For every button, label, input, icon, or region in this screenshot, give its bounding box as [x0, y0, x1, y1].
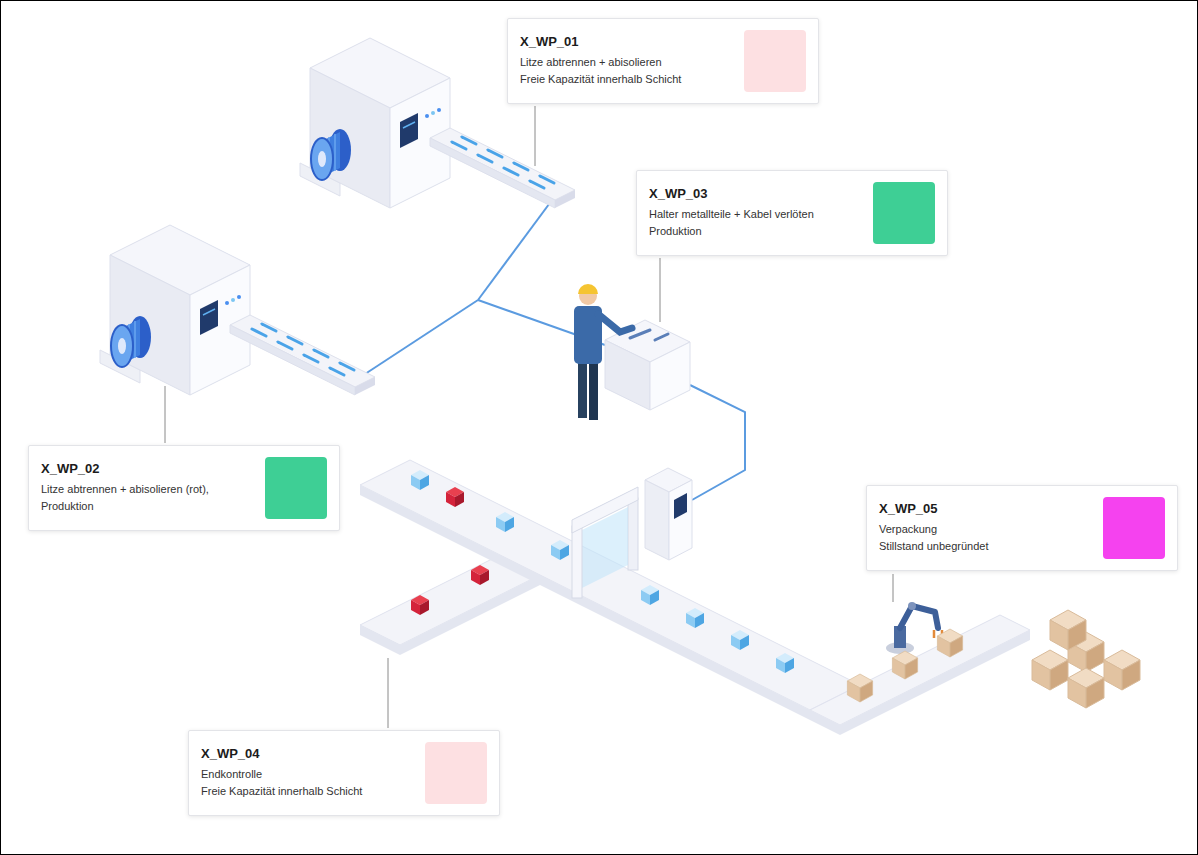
- carton: [937, 629, 962, 657]
- step-description: Halter metallteile + Kabel verlöten: [649, 206, 859, 224]
- carton: [1050, 610, 1086, 650]
- leader-line: [388, 658, 389, 728]
- conveyor-side: [840, 630, 1030, 735]
- status-text: Produktion: [41, 498, 251, 516]
- leader-line: [535, 106, 536, 166]
- conveyor-side: [360, 625, 400, 655]
- status-swatch: [873, 182, 935, 244]
- station-id: X_WP_02: [41, 460, 251, 479]
- table-right: [650, 342, 690, 410]
- status-text: Stillstand unbegründet: [879, 538, 1089, 556]
- cabinet-left: [645, 480, 669, 560]
- robot-joint: [908, 602, 916, 610]
- worker-leg: [589, 362, 598, 420]
- feed-line: [362, 300, 478, 376]
- blue-part: [551, 540, 569, 560]
- worker-leg: [578, 362, 587, 418]
- station-card: X_WP_05VerpackungStillstand unbegründet: [866, 485, 1178, 571]
- machine-2: [100, 225, 375, 395]
- station-card: X_WP_02Litze abtrennen + abisolieren (ro…: [28, 445, 340, 531]
- table-left: [605, 340, 650, 410]
- conveyor-side: [360, 485, 810, 720]
- tools: [630, 330, 668, 340]
- leader-line: [893, 574, 894, 602]
- step-description: Verpackung: [879, 521, 1089, 539]
- text-column: X_WP_03Halter metallteile + Kabel verlöt…: [649, 185, 859, 241]
- blue-part: [496, 512, 514, 532]
- step-description: Endkontrolle: [201, 766, 411, 784]
- station-id: X_WP_03: [649, 185, 859, 204]
- carton: [1068, 668, 1104, 708]
- blue-part: [686, 608, 704, 628]
- worker-helmet: [578, 284, 598, 294]
- blue-part: [776, 653, 794, 673]
- carton: [892, 651, 917, 679]
- packing-conveyor: [810, 615, 1030, 725]
- main-conveyor: [360, 460, 860, 710]
- blue-part: [641, 585, 659, 605]
- text-column: X_WP_05VerpackungStillstand unbegründet: [879, 500, 1089, 556]
- blue-part: [731, 630, 749, 650]
- station-card: X_WP_01Litze abtrennen + abisolierenFrei…: [507, 18, 819, 104]
- blue-part: [411, 470, 429, 490]
- cabinet-right: [669, 480, 692, 560]
- status-text: Freie Kapazität innerhalb Schicht: [201, 783, 411, 801]
- step-description: Litze abtrennen + abisolieren (rot),: [41, 481, 251, 499]
- red-part: [446, 487, 464, 507]
- cabinet-screen: [674, 493, 687, 519]
- red-part: [471, 565, 489, 585]
- status-swatch: [1103, 497, 1165, 559]
- gate-post: [628, 498, 638, 570]
- status-text: Freie Kapazität innerhalb Schicht: [520, 71, 730, 89]
- leader-line: [660, 258, 661, 322]
- station-id: X_WP_04: [201, 745, 411, 764]
- red-part: [411, 595, 429, 615]
- text-column: X_WP_01Litze abtrennen + abisolierenFrei…: [520, 33, 730, 89]
- text-column: X_WP_04EndkontrolleFreie Kapazität inner…: [201, 745, 411, 801]
- carton: [847, 674, 872, 702]
- worker-arm: [598, 314, 632, 332]
- feed-line: [478, 192, 558, 300]
- robot-arm: [900, 606, 938, 628]
- station-id: X_WP_01: [520, 33, 730, 52]
- station-id: X_WP_05: [879, 500, 1089, 519]
- conveyor-side: [810, 710, 840, 735]
- gate-post: [572, 526, 582, 598]
- leader-line: [165, 386, 166, 443]
- station-card: X_WP_04EndkontrolleFreie Kapazität inner…: [188, 730, 500, 816]
- status-swatch: [265, 457, 327, 519]
- text-column: X_WP_02Litze abtrennen + abisolieren (ro…: [41, 460, 251, 516]
- step-description: Litze abtrennen + abisolieren: [520, 54, 730, 72]
- status-swatch: [744, 30, 806, 92]
- carton: [1104, 650, 1140, 690]
- status-swatch: [425, 742, 487, 804]
- gate-beam: [572, 487, 638, 533]
- feed-line: [690, 385, 745, 500]
- station-card: X_WP_03Halter metallteile + Kabel verlöt…: [636, 170, 948, 256]
- carton: [1032, 650, 1068, 690]
- status-text: Produktion: [649, 223, 859, 241]
